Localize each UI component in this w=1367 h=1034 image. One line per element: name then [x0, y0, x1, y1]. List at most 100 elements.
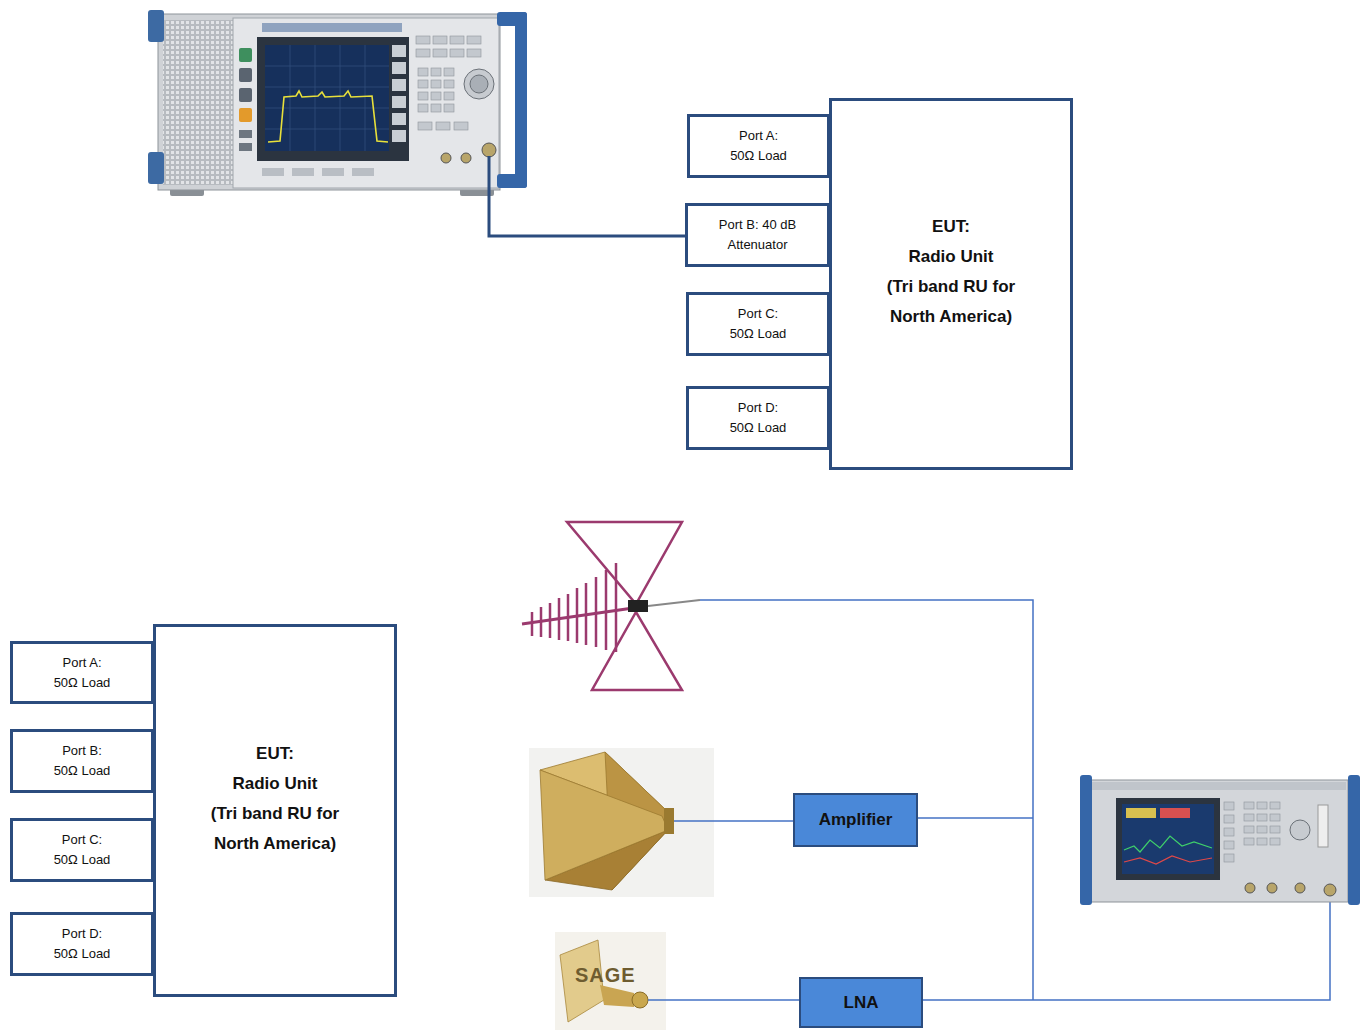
- spectrum-analyzer-part: [441, 153, 451, 163]
- port-load: 50Ω Load: [730, 418, 787, 438]
- spectrum-analyzer-part-part: [418, 122, 432, 130]
- port-box: Port D:50Ω Load: [686, 386, 830, 450]
- spectrum-analyzer-part-part: [467, 49, 481, 57]
- eut-description: (Tri band RU for North America): [188, 799, 363, 859]
- bilog-antenna-part: [585, 583, 588, 645]
- bilog-antenna-part: [628, 600, 648, 612]
- spectrum-analyzer-part: [233, 18, 499, 188]
- emi-receiver-part: [1318, 805, 1328, 847]
- emi-receiver-part-part: [1257, 802, 1267, 809]
- bilog-antenna-part: [567, 594, 570, 641]
- spectrum-analyzer-part: [322, 168, 344, 176]
- waveguide-horn-part: [555, 932, 666, 1030]
- watermark: SAGE: [575, 964, 636, 987]
- rf-cable: [489, 156, 685, 236]
- emi-receiver-part: [1245, 883, 1255, 893]
- block-label: Amplifier: [819, 809, 893, 831]
- emi-receiver-part: [1290, 820, 1310, 840]
- amplifier-box: Amplifier: [793, 793, 918, 847]
- spectrum-analyzer-part: [392, 79, 406, 91]
- spectrum-analyzer-part: [239, 48, 252, 62]
- spectrum-analyzer-part-part: [433, 36, 447, 44]
- port-box: Port B: 40 dB Attenuator: [685, 203, 830, 267]
- eut-description: (Tri band RU for North America): [864, 272, 1039, 332]
- port-load: 50Ω Load: [54, 673, 111, 693]
- port-name: Port C:: [62, 830, 102, 850]
- emi-receiver-part: [1124, 836, 1212, 852]
- spectrum-analyzer-part-part: [444, 68, 454, 76]
- block-label: LNA: [844, 992, 879, 1014]
- spectrum-analyzer-part-part: [454, 122, 468, 130]
- horn-antenna-part: [529, 748, 714, 897]
- port-name: Port B:: [62, 741, 102, 761]
- spectrum-analyzer-part: [239, 88, 252, 102]
- spectrum-analyzer-part-part: [450, 49, 464, 57]
- emi-receiver-part: [1267, 883, 1277, 893]
- bilog-antenna-part: [648, 600, 700, 606]
- spectrum-analyzer-part-part: [431, 68, 441, 76]
- spectrum-analyzer-part-part: [315, 45, 316, 151]
- emi-receiver-part-part: [1244, 838, 1254, 845]
- emi-receiver-part-part: [1244, 802, 1254, 809]
- emi-receiver-part-part: [1224, 841, 1234, 849]
- spectrum-analyzer-part: [292, 168, 314, 176]
- port-load: 50Ω Load: [54, 850, 111, 870]
- spectrum-analyzer-part: [239, 108, 252, 122]
- spectrum-analyzer-part-part: [416, 36, 430, 44]
- emi-receiver-part: [1124, 856, 1212, 864]
- spectrum-analyzer-part: [262, 168, 284, 176]
- emi-receiver-part-part: [1224, 828, 1234, 836]
- rf-cable-part: [648, 999, 799, 1001]
- spectrum-analyzer-part-part: [265, 87, 389, 88]
- spectrum-analyzer-part: [464, 69, 494, 99]
- port-box: Port B:50Ω Load: [10, 729, 154, 793]
- port-label: Port B: 40 dB Attenuator: [708, 215, 808, 255]
- emi-receiver-part: [1295, 883, 1305, 893]
- bilog-antenna-part: [595, 577, 598, 647]
- emi-receiver-part-part: [1244, 814, 1254, 821]
- spectrum-analyzer-part-part: [340, 45, 341, 151]
- bilog-antenna-part: [531, 612, 534, 636]
- bilog-antenna-part: [549, 603, 552, 638]
- spectrum-analyzer-part: [392, 96, 406, 108]
- emi-receiver-part-part: [1224, 802, 1234, 810]
- spectrum-analyzer-part-part: [418, 80, 428, 88]
- port-name: Port D:: [62, 924, 102, 944]
- port-load: 50Ω Load: [730, 146, 787, 166]
- spectrum-analyzer-part: [239, 68, 252, 82]
- port-name: Port D:: [738, 398, 778, 418]
- spectrum-analyzer-part-part: [416, 49, 430, 57]
- eut-title: EUT:: [932, 212, 970, 242]
- emi-receiver-part: [1092, 782, 1346, 790]
- emi-receiver-part-part: [1257, 826, 1267, 833]
- spectrum-analyzer-part-part: [265, 66, 389, 67]
- spectrum-analyzer-part: [239, 143, 252, 151]
- spectrum-analyzer-part: [163, 20, 233, 185]
- eut-name: Radio Unit: [909, 242, 994, 272]
- bilog-antenna-part: [522, 607, 640, 624]
- rf-cable-part: [700, 600, 1033, 1000]
- rf-cable-part: [674, 820, 793, 822]
- spectrum-analyzer-part-part: [418, 104, 428, 112]
- spectrum-analyzer-part-part: [431, 104, 441, 112]
- spectrum-analyzer-part-part: [467, 36, 481, 44]
- emi-receiver-part-part: [1270, 814, 1280, 821]
- waveguide-horn: [555, 932, 666, 1030]
- eut-box: EUT:Radio Unit(Tri band RU for North Ame…: [829, 98, 1073, 470]
- bilog-antenna-part: [605, 570, 608, 650]
- port-name: Port C:: [738, 304, 778, 324]
- port-box: Port D:50Ω Load: [10, 912, 154, 976]
- spectrum-analyzer-part-part: [418, 68, 428, 76]
- spectrum-analyzer-part: [262, 23, 402, 32]
- spectrum-analyzer-part-part: [431, 80, 441, 88]
- spectrum-analyzer-part-part: [444, 80, 454, 88]
- emi-receiver-part: [1116, 798, 1220, 880]
- spectrum-analyzer: [148, 10, 527, 196]
- spectrum-analyzer-part: [392, 130, 406, 142]
- port-load: 50Ω Load: [54, 944, 111, 964]
- eut-name: Radio Unit: [233, 769, 318, 799]
- spectrum-analyzer-part: [265, 45, 389, 151]
- spectrum-analyzer-part: [268, 91, 388, 142]
- emi-receiver-part: [1324, 884, 1336, 896]
